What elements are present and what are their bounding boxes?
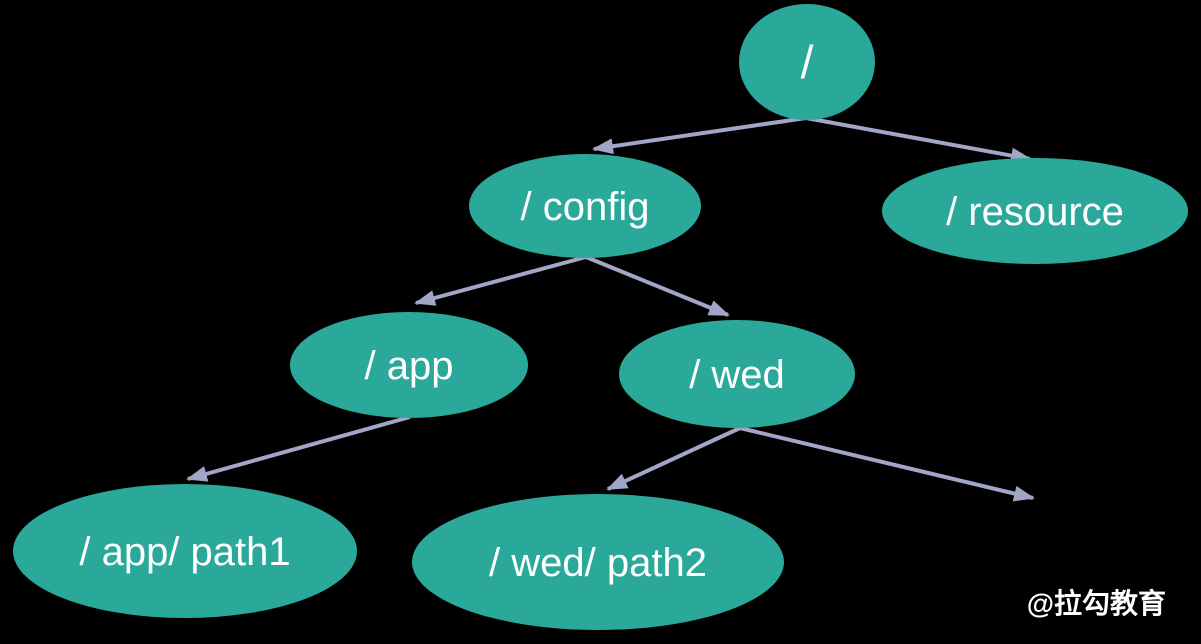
edge-config-wed: [585, 255, 730, 317]
edge-wed-path2: [606, 426, 741, 491]
node-resource-label: / resource: [946, 190, 1124, 234]
node-app-path1-label: / app/ path1: [79, 530, 290, 574]
node-config: / config: [469, 154, 701, 258]
node-wed-label: / wed: [689, 353, 785, 397]
node-config-label: / config: [521, 185, 650, 229]
node-config-shape: [469, 154, 701, 258]
node-wed-path2-shape: [412, 494, 784, 630]
node-root-label: /: [801, 36, 814, 88]
node-wed-path2-label: / wed/ path2: [489, 541, 707, 585]
watermark: @拉勾教育: [1027, 587, 1166, 619]
node-wed: / wed: [619, 320, 855, 428]
node-app-shape: [290, 312, 528, 418]
edge-root-resource: [805, 116, 1032, 164]
edge-wed-offscreen: [739, 426, 1035, 502]
node-wed-shape: [619, 320, 855, 428]
node-root: /: [739, 4, 875, 120]
node-resource: / resource: [882, 158, 1188, 264]
node-app-path1-shape: [13, 484, 357, 618]
edge-root-config: [592, 116, 807, 155]
edge-config-app: [414, 255, 587, 306]
node-app: / app: [290, 312, 528, 418]
node-resource-shape: [882, 158, 1188, 264]
node-root-shape: [739, 4, 875, 120]
node-app-path1: / app/ path1: [13, 484, 357, 618]
node-app-label: / app: [365, 344, 454, 388]
edge-group: [186, 116, 1035, 502]
node-wed-path2: / wed/ path2: [412, 494, 784, 630]
edge-app-path1: [186, 415, 411, 482]
